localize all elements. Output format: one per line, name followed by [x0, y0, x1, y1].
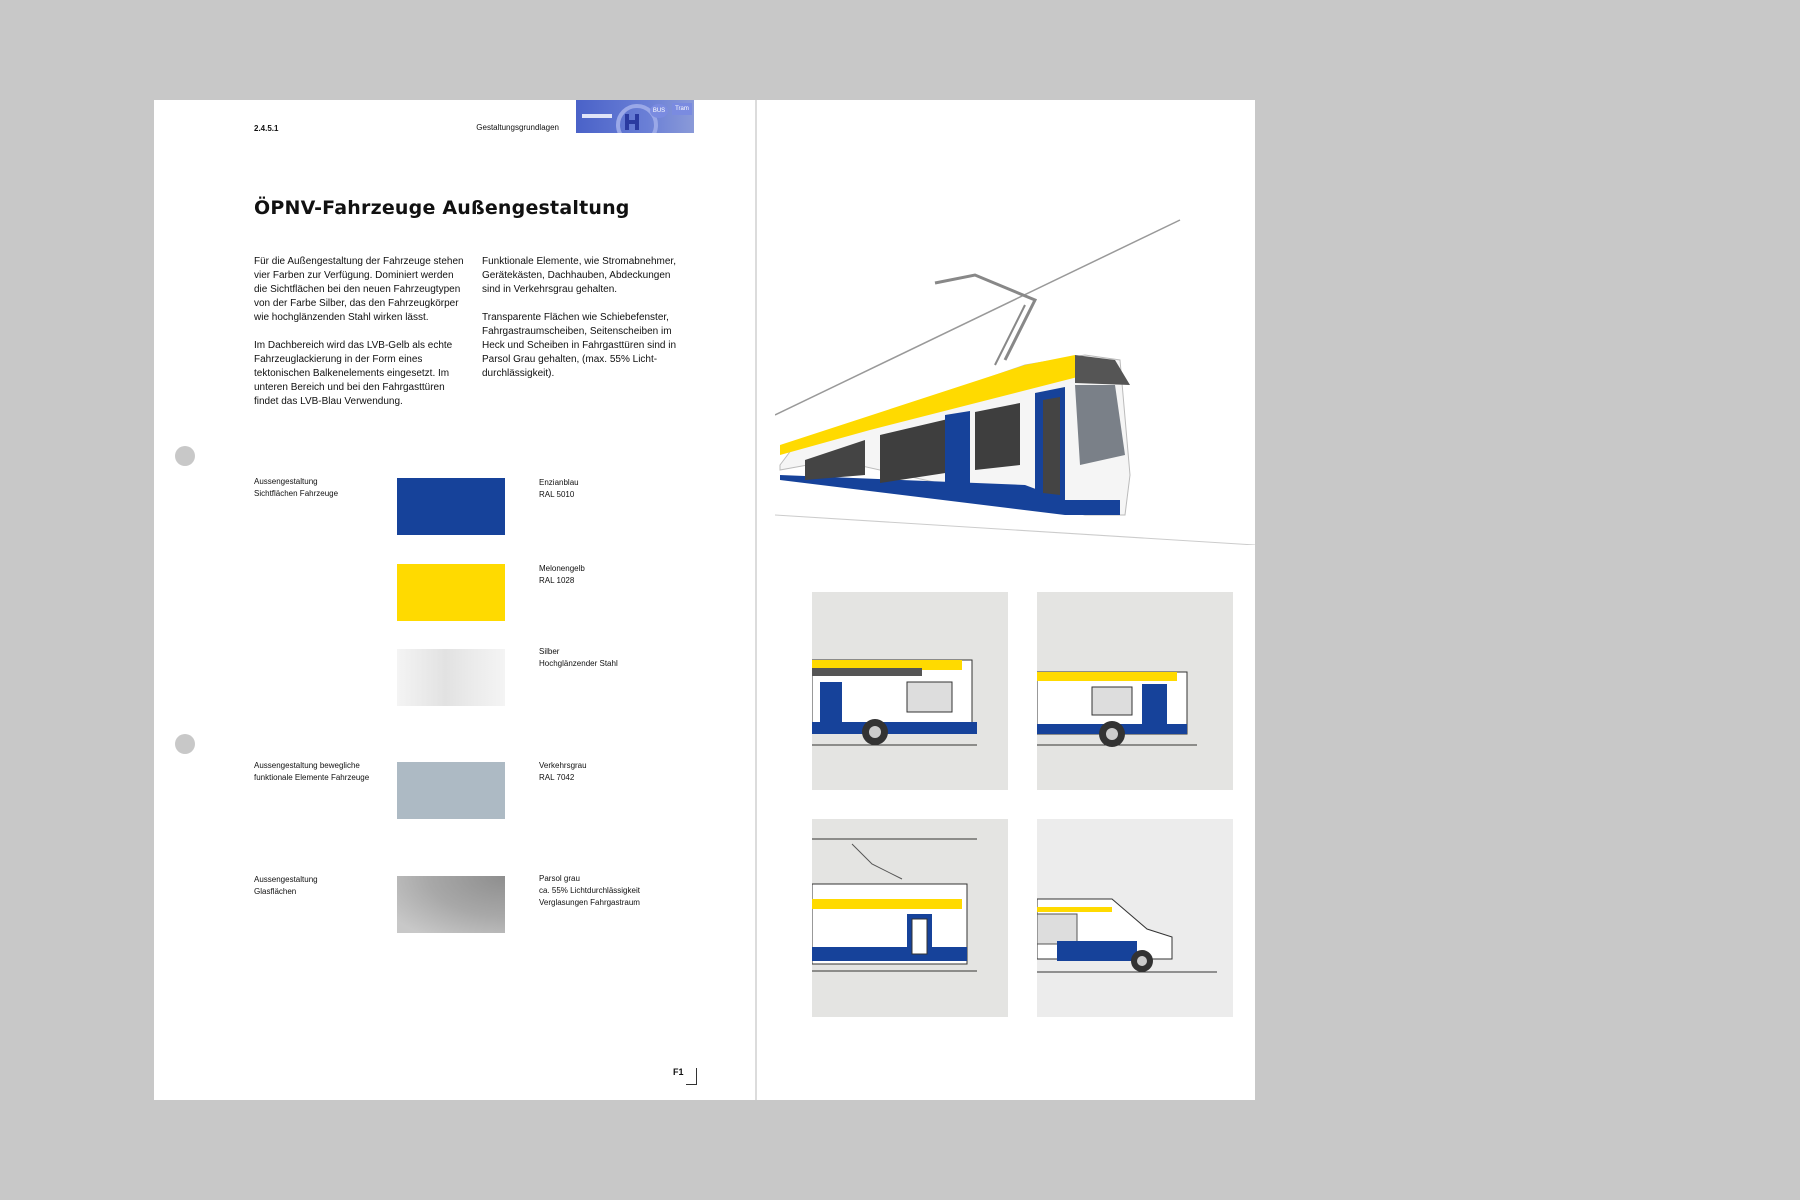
page-divider: [755, 100, 757, 1100]
left-page: 2.4.5.1 Gestaltungsgrundlagen BUS Tram Ö…: [154, 100, 755, 1100]
section-number: 2.4.5.1: [254, 124, 279, 133]
stop-h-icon: [625, 114, 639, 130]
swatch-melonengelb: [397, 564, 505, 621]
bus-side-view-2: [1036, 592, 1233, 790]
intro-column-1: Für die Außengestaltung der Fahrzeuge st…: [254, 255, 469, 423]
minibus-side-view: [1036, 819, 1233, 1017]
tram-illustration: [775, 219, 1255, 545]
page-title: ÖPNV-Fahrzeuge Außengestaltung: [254, 197, 630, 219]
header-logo-image: BUS Tram: [576, 100, 694, 133]
swatch-enzianblau: [397, 478, 505, 535]
intro-paragraph: Für die Außengestaltung der Fahrzeuge st…: [254, 256, 464, 323]
tram-logo-label: Tram: [672, 103, 692, 115]
intro-column-2: Funktionale Elemente, wie Stromabnehmer,…: [482, 255, 687, 395]
bus-logo-label: BUS: [650, 104, 668, 118]
section-name: Gestaltungsgrundlagen: [476, 123, 559, 132]
swatch-silber: [397, 649, 505, 706]
trolleybus-side-view: [811, 819, 1008, 1017]
punch-hole: [175, 446, 195, 466]
swatch-parsol-grau: [397, 876, 505, 933]
swatch-verkehrsgrau: [397, 762, 505, 819]
intro-paragraph: Funktionale Elemente, wie Stromabnehmer,…: [482, 256, 676, 295]
right-page: [757, 100, 1255, 1100]
intro-paragraph: Transparente Flächen wie Schiebefenster,…: [482, 312, 677, 379]
punch-hole: [175, 734, 195, 754]
crop-mark: [686, 1068, 697, 1085]
page-number: F1: [673, 1067, 684, 1077]
intro-paragraph: Im Dachbereich wird das LVB-Gelb als ech…: [254, 340, 453, 407]
bus-side-view-1: [811, 592, 1008, 790]
